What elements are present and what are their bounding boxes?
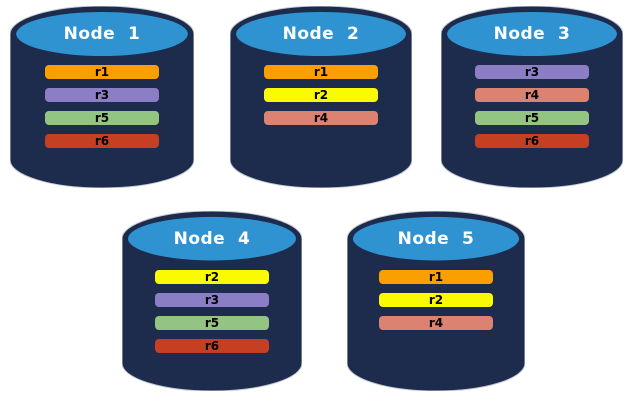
replica-label: r3 xyxy=(524,65,540,79)
replica-bar-r4: r4 xyxy=(475,88,589,102)
replica-bar-r5: r5 xyxy=(155,316,269,330)
replica-label: r6 xyxy=(94,134,110,148)
replica-label: r5 xyxy=(204,316,220,330)
replica-label: r5 xyxy=(524,111,540,125)
replica-bar-r1: r1 xyxy=(379,270,493,284)
cylinder-top-shape xyxy=(236,12,406,56)
replica-bar-r1: r1 xyxy=(45,65,159,79)
node-3-replica-list: r3 r4 r5 r6 xyxy=(441,65,623,148)
replica-bar-r1: r1 xyxy=(264,65,378,79)
node-5-replica-list: r1 r2 r4 xyxy=(347,270,525,330)
replica-label: r6 xyxy=(524,134,540,148)
replica-bar-r6: r6 xyxy=(155,339,269,353)
replica-label: r3 xyxy=(204,293,220,307)
replica-label: r2 xyxy=(204,270,220,284)
replica-label: r1 xyxy=(94,65,110,79)
replica-label: r4 xyxy=(428,316,444,330)
cylinder-top-shape xyxy=(447,12,617,56)
replica-bar-r3: r3 xyxy=(45,88,159,102)
replica-label: r6 xyxy=(204,339,220,353)
replica-bar-r2: r2 xyxy=(264,88,378,102)
replica-bar-r4: r4 xyxy=(379,316,493,330)
replica-bar-r5: r5 xyxy=(475,111,589,125)
replica-bar-r6: r6 xyxy=(45,134,159,148)
node-2-replica-list: r1 r2 r4 xyxy=(230,65,412,125)
replica-label: r2 xyxy=(313,88,329,102)
cylinder-top-shape xyxy=(16,12,188,56)
node-1-replica-list: r1 r3 r5 r6 xyxy=(10,65,194,148)
replica-label: r2 xyxy=(428,293,444,307)
replica-bar-r4: r4 xyxy=(264,111,378,125)
replica-label: r3 xyxy=(94,88,110,102)
replica-bar-r3: r3 xyxy=(475,65,589,79)
replica-bar-r5: r5 xyxy=(45,111,159,125)
replica-label: r1 xyxy=(428,270,444,284)
replica-bar-r3: r3 xyxy=(155,293,269,307)
replica-label: r5 xyxy=(94,111,110,125)
cylinder-top-shape xyxy=(128,216,296,261)
replica-label: r1 xyxy=(313,65,329,79)
replica-label: r4 xyxy=(524,88,540,102)
cylinder-top-shape xyxy=(352,216,520,261)
replica-label: r4 xyxy=(313,111,329,125)
replica-bar-r2: r2 xyxy=(379,293,493,307)
replica-bar-r6: r6 xyxy=(475,134,589,148)
node-4-replica-list: r2 r3 r5 r6 xyxy=(122,270,302,353)
replica-bar-r2: r2 xyxy=(155,270,269,284)
